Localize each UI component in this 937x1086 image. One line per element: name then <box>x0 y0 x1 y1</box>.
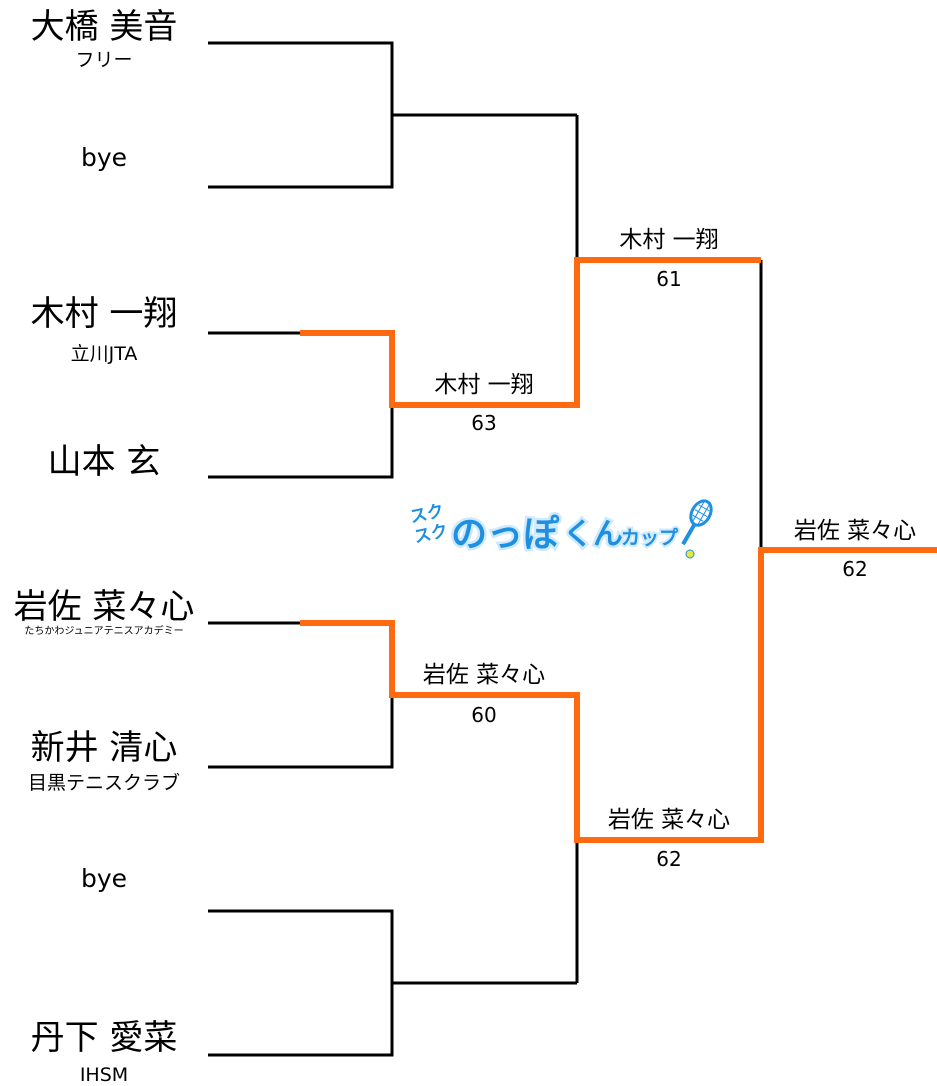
r2-score-2: 60 <box>471 703 497 727</box>
svg-text:くん: くん <box>563 517 623 552</box>
r1-match3-bottom-line <box>208 695 394 769</box>
sf-winner-2: 岩佐 菜々心 <box>607 807 731 833</box>
r2-winner-1: 木村 一翔 <box>434 372 534 398</box>
r2-score-1: 63 <box>471 411 497 435</box>
sf-score-2: 62 <box>656 847 682 871</box>
player-8-name: 丹下 愛菜 <box>30 1018 178 1058</box>
player-1-club: フリー <box>75 49 133 71</box>
logo-lettering: スク スク のっぽ くん カップ <box>407 500 681 558</box>
svg-text:カップ: カップ <box>621 526 679 549</box>
player-6-club: 目黒テニスクラブ <box>27 772 181 794</box>
player-3-name: 木村 一翔 <box>30 294 178 334</box>
path-kimura <box>300 257 761 408</box>
tournament-logo: スク スク のっぽ くん カップ <box>405 492 715 576</box>
r1-match4-line <box>208 909 394 1057</box>
player-7-bye: bye <box>80 864 128 893</box>
player-5-club: たちかわジュニアテニスアカデミー <box>24 626 184 637</box>
path-iwasa <box>300 547 937 843</box>
final-winner: 岩佐 菜々心 <box>793 518 917 544</box>
player-4-name: 山本 玄 <box>47 442 161 482</box>
svg-text:のっぽ: のっぽ <box>451 513 560 555</box>
r1-match2-bottom-line <box>208 405 394 479</box>
player-3-club: 立川JTA <box>70 343 138 365</box>
tennis-racket-icon <box>681 499 713 546</box>
player-6-name: 新井 清心 <box>30 728 178 768</box>
player-8-club: IHSM <box>79 1064 129 1086</box>
player-1-name: 大橋 美音 <box>30 7 178 47</box>
r1-match1-line <box>208 41 394 189</box>
tennis-ball-icon <box>685 549 695 559</box>
sf-score-1: 61 <box>656 267 682 291</box>
player-2-bye: bye <box>80 143 128 172</box>
sf-winner-1: 木村 一翔 <box>619 227 719 253</box>
final-score: 62 <box>842 557 868 581</box>
r2-winner-2: 岩佐 菜々心 <box>422 662 546 688</box>
player-5-name: 岩佐 菜々心 <box>13 587 195 627</box>
